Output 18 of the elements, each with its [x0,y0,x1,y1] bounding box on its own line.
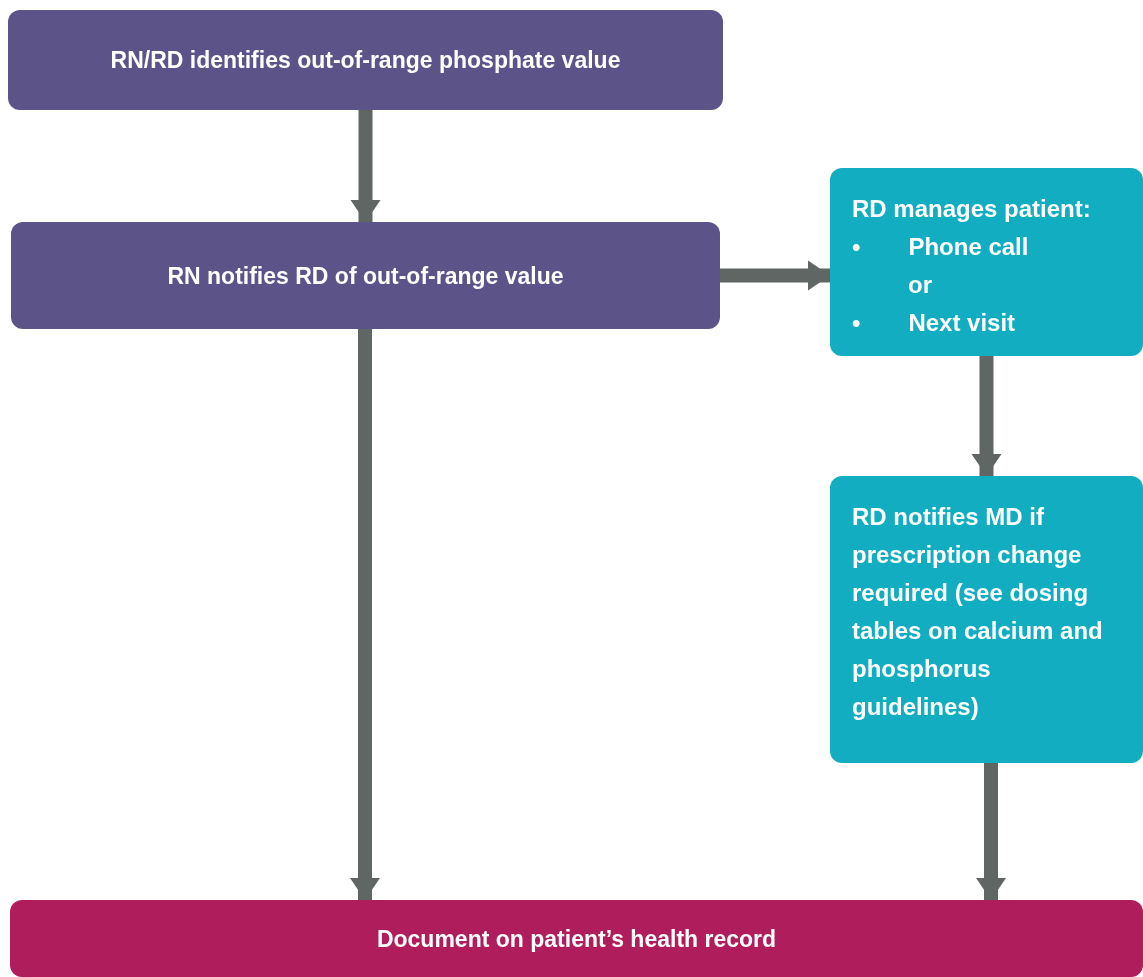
list-item: • Phone call [852,232,1030,262]
box-text: RN notifies RD of out-of-range value [167,261,564,291]
arrow [976,763,1006,900]
process-box [830,168,1143,356]
arrow [350,110,381,222]
list-item: • Next visit [852,308,1017,338]
process-box [10,900,1143,977]
box-text: RN/RD identifies out-of-range phosphate value [110,46,621,75]
process-box [8,10,723,110]
process-box [11,222,720,329]
arrow [350,329,380,900]
arrow [720,260,830,291]
list-item: or [907,270,933,300]
box-heading: RD manages patient: [852,194,1092,224]
box-text: RD notifies MD if prescription change required (see dosing tables on calcium and phosphorus guidelines) [852,502,1104,722]
process-box [830,476,1143,763]
box-text: Document on patient’s health record [376,924,777,954]
arrow [971,356,1002,476]
